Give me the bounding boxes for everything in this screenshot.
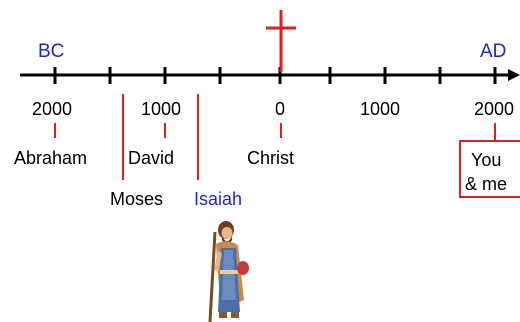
tick-label-1000-ad: 1000 [360, 99, 401, 119]
event-markers [54, 94, 496, 180]
moses-label: Moses [110, 189, 164, 209]
tick-label-2000-bc: 2000 [32, 99, 73, 119]
axis-arrowhead [508, 69, 520, 81]
abraham-label: Abraham [14, 148, 88, 168]
tick-label-0: 0 [275, 99, 286, 119]
you-and-me-box: You & me [459, 140, 520, 198]
isaiah-label: Isaiah [194, 189, 243, 209]
and-me-label: & me [465, 174, 508, 194]
you-label: You [471, 150, 502, 170]
ad-label: AD [480, 41, 507, 62]
tick-label-1000-bc: 1000 [141, 99, 182, 119]
prophet-figure-icon [208, 221, 249, 322]
david-label: David [128, 148, 175, 168]
bc-label: BC [38, 41, 65, 62]
christ-label: Christ [247, 148, 295, 168]
tick-label-2000-ad: 2000 [474, 99, 515, 119]
cross-icon [266, 10, 296, 72]
